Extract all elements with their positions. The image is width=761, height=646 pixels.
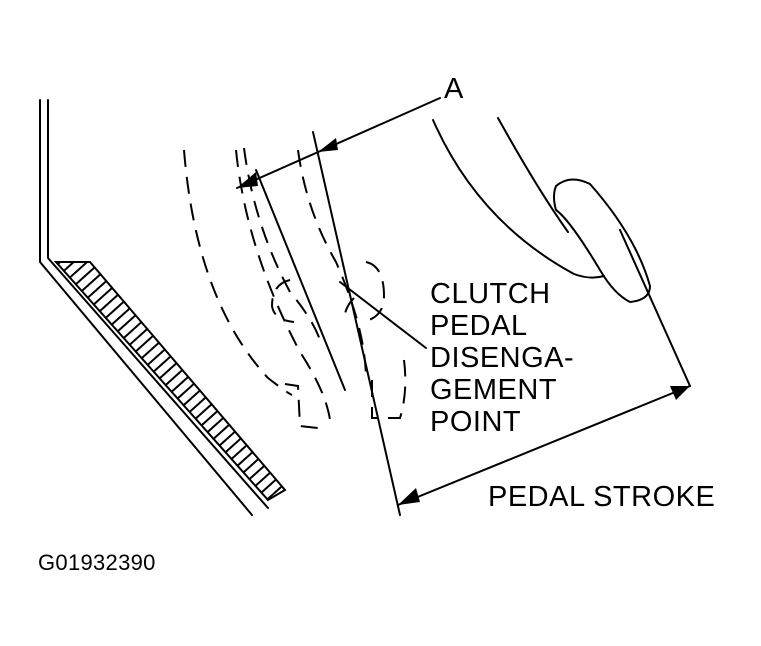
floor-mat-hatched xyxy=(53,261,287,502)
disengagement-label-line-5: POINT xyxy=(430,406,521,438)
dimension-a: A xyxy=(236,73,464,189)
figure-code: G01932390 xyxy=(38,550,156,575)
pedal-stroke-arrow-right xyxy=(670,386,690,400)
clutch-pedal-released xyxy=(432,117,691,387)
dimension-a-arrow-right xyxy=(318,138,338,152)
pedal-solid-lines xyxy=(255,131,401,516)
pedal-middle-dashed xyxy=(235,149,331,421)
disengagement-label-line-2: PEDAL xyxy=(430,310,528,342)
pedal-pad-dashed-right xyxy=(361,261,386,323)
disengagement-label-line-1: CLUTCH xyxy=(430,278,551,310)
pedal-pad-dashed-left xyxy=(270,279,295,323)
dimension-a-arrow-left xyxy=(237,172,258,188)
firewall-floor xyxy=(39,99,287,516)
pedal-dashed-positions xyxy=(183,147,407,429)
disengagement-label-line-3: DISENGA- xyxy=(430,342,574,374)
disengaged-pedal-line xyxy=(255,169,346,391)
pedal-stroke-dimension: PEDAL STROKE xyxy=(397,385,715,513)
pedal-stroke-reference-line xyxy=(619,229,691,387)
pedal-stroke-end-line xyxy=(312,131,401,516)
pedal-far-right-dashed xyxy=(371,359,407,419)
pedal-right-dashed-lower xyxy=(343,297,355,323)
pedal-outer-dashed xyxy=(183,149,293,396)
pedal-stroke-line xyxy=(397,385,691,506)
pedal-outer-dashed-lower xyxy=(284,383,319,429)
dimension-a-line xyxy=(236,97,441,189)
pedal-right-dashed xyxy=(297,149,367,381)
pedal-arm-right xyxy=(497,117,569,233)
disengagement-label-line-4: GEMENT xyxy=(430,374,557,406)
pedal-arm-left xyxy=(432,119,605,279)
pedal-stroke-arrow-left xyxy=(398,488,420,505)
pedal-pad xyxy=(553,178,651,303)
dimension-a-label: A xyxy=(444,73,464,105)
disengagement-leader xyxy=(339,281,427,349)
pedal-stroke-label: PEDAL STROKE xyxy=(488,481,715,513)
disengagement-point-callout: CLUTCH PEDAL DISENGA- GEMENT POINT xyxy=(339,278,574,438)
